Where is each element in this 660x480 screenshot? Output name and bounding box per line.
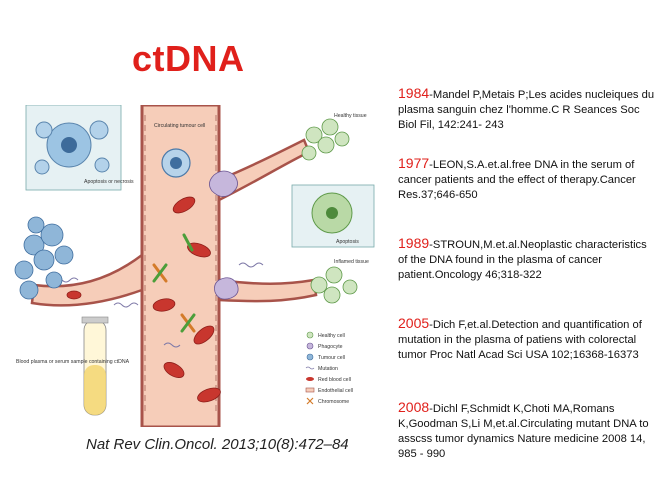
reference-year: 1989: [398, 235, 430, 251]
reference-text: -Dichl F,Schmidt K,Choti MA,Romans K,Goo…: [398, 403, 649, 460]
reference-2008: 2008-Dichl F,Schmidt K,Choti MA,Romans K…: [398, 400, 656, 462]
reference-year: 1984: [398, 85, 430, 101]
svg-text:Chromosome: Chromosome: [318, 399, 349, 405]
reference-year: 2005: [398, 315, 430, 331]
svg-text:Phagocyte: Phagocyte: [318, 344, 343, 350]
svg-text:Red blood cell: Red blood cell: [318, 377, 351, 383]
svg-text:Tumour cell: Tumour cell: [318, 355, 345, 361]
healthy-tissue: Healthy tissue: [301, 113, 367, 161]
reference-text: -STROUN,M.et.al.Neoplastic characteristi…: [398, 239, 647, 281]
inflamed-tissue: Inflamed tissue: [310, 259, 369, 304]
svg-text:Healthy tissue: Healthy tissue: [334, 113, 367, 119]
reference-1977: 1977-LEON,S.A.et.al.free DNA in the seru…: [398, 156, 656, 203]
reference-text: -Mandel P,Metais P;Les acides nucleiques…: [398, 89, 655, 131]
slide-title: ctDNA: [132, 38, 245, 79]
figure-legend: Healthy cell Phagocyte Tumour cell Mutat…: [305, 331, 353, 405]
reference-1984: 1984-Mandel P,Metais P;Les acides nuclei…: [398, 86, 656, 133]
red-blood-cells: [66, 196, 221, 403]
tumour-mass: [14, 216, 74, 300]
chromosomes: [152, 233, 196, 333]
ctdna-illustration: Circulating tumour cell Apoptosis or nec…: [14, 103, 384, 429]
reference-text: -Dich F,et.al.Detection and quantificati…: [398, 319, 642, 361]
phagocytes: [209, 170, 239, 300]
apoptosis-inset: Apoptosis: [291, 184, 375, 248]
svg-text:Circulating tumour cell: Circulating tumour cell: [154, 123, 205, 129]
reference-year: 2008: [398, 399, 430, 415]
svg-text:Apoptosis: Apoptosis: [336, 239, 359, 245]
blood-sample-tube: Blood plasma or serum sample containing …: [16, 316, 130, 416]
svg-text:Inflamed tissue: Inflamed tissue: [334, 259, 369, 265]
reference-2005: 2005-Dich F,et.al.Detection and quantifi…: [398, 316, 656, 363]
reference-year: 1977: [398, 155, 430, 171]
reference-text: -LEON,S.A.et.al.free DNA in the serum of…: [398, 159, 636, 201]
svg-text:Apoptosis or necrosis: Apoptosis or necrosis: [84, 179, 134, 185]
circulating-tumour-cell: Circulating tumour cell: [154, 123, 205, 178]
svg-text:Endothelial cell: Endothelial cell: [318, 388, 353, 394]
figure-citation: Nat Rev Clin.Oncol. 2013;10(8):472–84: [86, 436, 349, 453]
apoptosis-necrosis-inset: Apoptosis or necrosis: [25, 104, 134, 191]
svg-text:Healthy cell: Healthy cell: [318, 333, 345, 339]
svg-text:Blood plasma or serum sample c: Blood plasma or serum sample containing …: [16, 359, 130, 365]
svg-text:Mutation: Mutation: [318, 366, 338, 372]
reference-1989: 1989-STROUN,M.et.al.Neoplastic character…: [398, 236, 656, 283]
